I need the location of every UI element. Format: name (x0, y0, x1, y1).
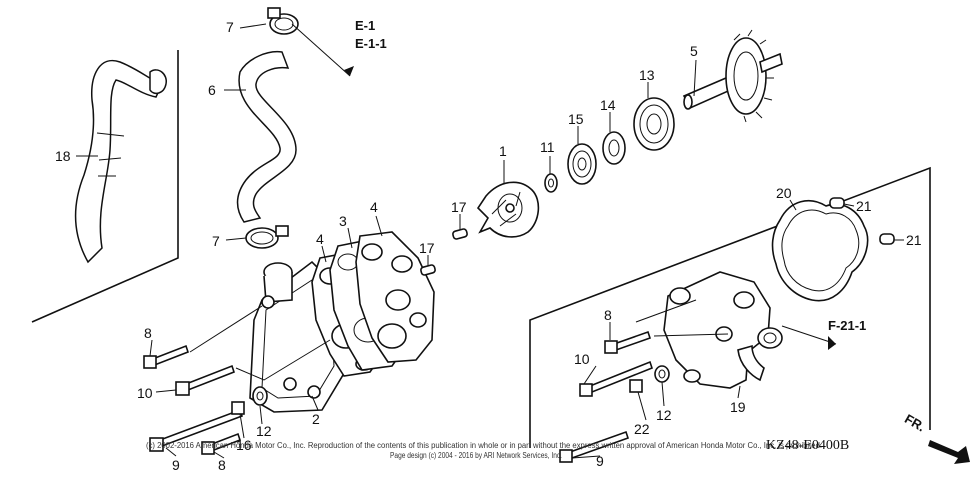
label-14: 14 (600, 97, 616, 113)
label-9b: 9 (596, 453, 604, 469)
section-references: E-1 E-1-1 F-21-1 (355, 18, 866, 333)
label-18: 18 (55, 148, 71, 164)
section-dividers (31, 50, 931, 448)
footer-design: Page design (c) 2004 - 2016 by ARI Netwo… (390, 451, 562, 460)
label-17b: 17 (419, 240, 435, 256)
label-8b: 8 (218, 457, 226, 473)
clamp-7-bottom (245, 225, 289, 249)
label-11: 11 (540, 139, 555, 155)
hose-18 (74, 59, 167, 264)
label-1: 1 (499, 143, 507, 159)
washer-22 (629, 379, 643, 393)
bolt-8-left-top (143, 344, 189, 369)
bolt-10-right (579, 360, 653, 397)
label-10a: 10 (137, 385, 153, 401)
label-16: 16 (236, 437, 252, 453)
label-20: 20 (776, 185, 792, 201)
dowel-21a (829, 197, 845, 209)
ref-f21-1: F-21-1 (828, 318, 866, 333)
bolt-10-left (175, 364, 235, 396)
impeller-1 (476, 181, 540, 238)
hose-6 (236, 50, 297, 223)
label-4b: 4 (370, 199, 378, 215)
dowel-pin-17b (420, 264, 436, 276)
diagram-code: KZ48-E0400B (766, 438, 849, 453)
label-7a: 7 (226, 19, 234, 35)
label-5: 5 (690, 43, 698, 59)
washer-16 (231, 401, 245, 415)
label-6: 6 (208, 82, 216, 98)
ref-e1: E-1 (355, 18, 375, 33)
label-8c: 8 (604, 307, 612, 323)
label-22: 22 (634, 421, 650, 437)
washer-12-left (252, 386, 268, 406)
label-12a: 12 (256, 423, 272, 439)
washer-12-right (654, 365, 670, 383)
clamp-7-top (267, 7, 299, 35)
gasket-20 (771, 199, 869, 302)
pump-shaft-5 (682, 29, 783, 123)
seal-14 (602, 131, 626, 165)
footer-copyright: (c) 2002-2016 American Honda Motor Co., … (146, 441, 822, 450)
label-21b: 21 (906, 232, 922, 248)
ref-e1-1: E-1-1 (355, 36, 387, 51)
washer-11 (544, 173, 558, 193)
label-3: 3 (339, 213, 347, 229)
leader-lines (76, 23, 904, 459)
bolt-9-left (149, 408, 244, 452)
footer: (c) 2002-2016 American Honda Motor Co., … (146, 438, 849, 460)
dowel-21b (879, 233, 895, 245)
pump-body-19 (663, 271, 783, 389)
bolt-8-left-bottom (201, 432, 242, 455)
bolt-9-right (559, 430, 630, 463)
bearing-13 (633, 97, 675, 151)
label-7b: 7 (212, 233, 220, 249)
label-17a: 17 (451, 199, 467, 215)
dowel-pin-17a (452, 228, 468, 240)
label-12b: 12 (656, 407, 672, 423)
label-21a: 21 (856, 198, 872, 214)
arrow-e1 (344, 66, 354, 76)
label-10b: 10 (574, 351, 590, 367)
label-9a: 9 (172, 457, 180, 473)
part-labels: 1 2 3 4 4 5 6 7 7 8 8 8 9 9 10 10 11 12 … (55, 19, 922, 473)
label-4a: 4 (316, 231, 324, 247)
bolt-8-right (604, 330, 652, 354)
gasket-4-back (355, 231, 435, 363)
label-19: 19 (730, 399, 746, 415)
label-15: 15 (568, 111, 584, 127)
front-direction-arrow: FR. (902, 411, 970, 464)
label-13: 13 (639, 67, 655, 83)
fr-label: FR. (902, 411, 928, 434)
label-2: 2 (312, 411, 320, 427)
label-8a: 8 (144, 325, 152, 341)
seal-15 (567, 143, 597, 185)
arrow-f21 (828, 336, 836, 350)
